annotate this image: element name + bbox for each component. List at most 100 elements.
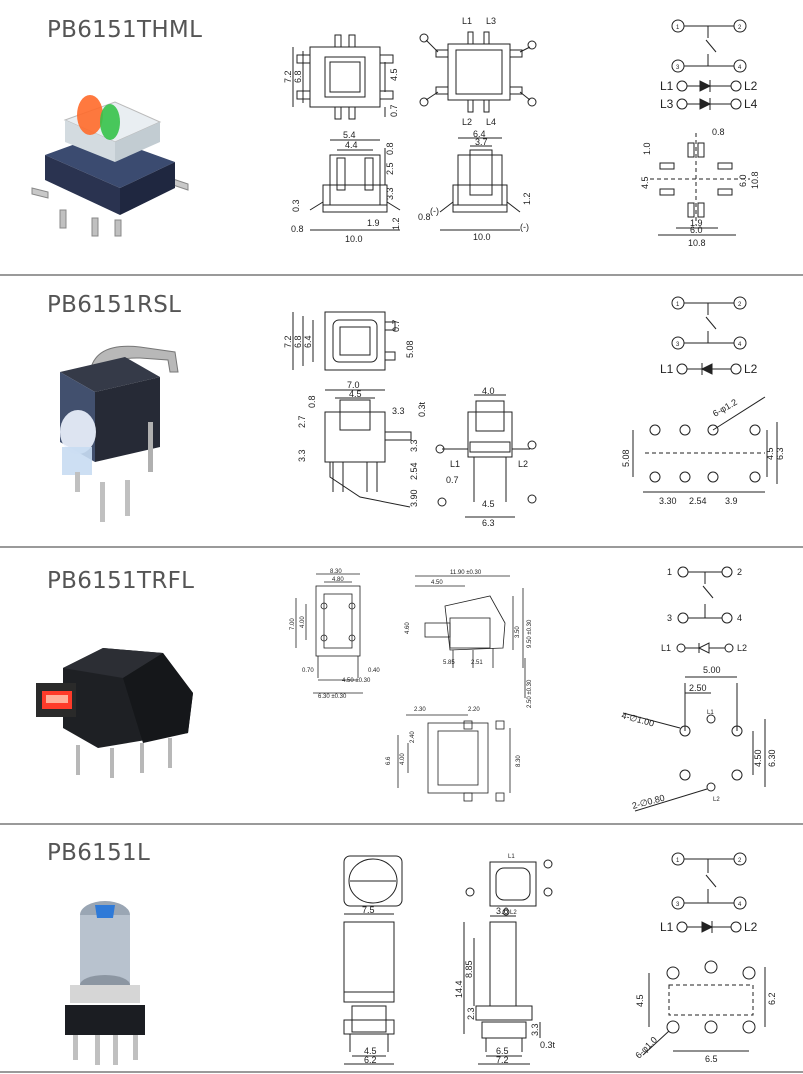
front-view-drawing: 4.0 L1 L2 0.7 4.5 6.3 (435, 386, 537, 528)
product-section-pb6151thml: PB6151THML 7.2 6.8 4.5 0.7 (0, 0, 803, 277)
pin-label: L2 (510, 910, 517, 916)
dim-label: 0.8 (385, 142, 395, 155)
dim-label: 4.50 (753, 749, 763, 767)
node-label: 4 (738, 902, 742, 908)
dim-label: 0.3 (291, 199, 301, 212)
dim-label: 7.00 (290, 618, 296, 630)
pcb-layout-drawing: 0.8 1.0 4.5 6.0 10.8 1.9 6.0 10.8 (640, 127, 760, 248)
dim-label: 4.5 (349, 389, 362, 399)
dim-label: 2.7 (297, 415, 307, 428)
dim-label: 2.3 (466, 1007, 476, 1020)
product-photo (60, 345, 179, 522)
node-label: 2 (737, 567, 742, 577)
dim-label: 6-φ1.2 (711, 397, 739, 419)
dim-label: 5.4 (343, 130, 356, 140)
node-label: 4 (738, 342, 742, 348)
dim-label: 5.85 (443, 660, 455, 666)
pin-label: L2 (713, 797, 720, 803)
section-divider (0, 823, 803, 825)
dim-label: 6.5 (496, 1046, 509, 1056)
dim-label: 2.54 (689, 496, 707, 506)
dim-label: 3.7 (475, 137, 488, 147)
bottom-view-drawing: 2.30 2.20 2.40 6.6 4.00 8.30 (386, 707, 522, 802)
product-title: PB6151RSL (47, 292, 182, 318)
dim-label: 4.0 (482, 386, 495, 396)
dim-label: 2.20 (468, 707, 480, 713)
dim-label: 0.3t (540, 1040, 556, 1050)
dim-label: 3.3 (297, 449, 307, 462)
dim-label: 0.8 (307, 395, 317, 408)
dim-label: 6.8 (293, 335, 303, 348)
dim-label: 4.50 ±0.30 (342, 678, 371, 684)
dim-label: 6.4 (473, 129, 486, 139)
pin-label: L3 (486, 16, 496, 26)
dim-label: 3.50 (515, 626, 521, 638)
dim-label: (-) (520, 222, 529, 232)
dim-label: 3.9 (725, 496, 738, 506)
dim-label: 4.5 (482, 499, 495, 509)
node-label: 2 (738, 858, 742, 864)
node-label: 1 (676, 25, 680, 31)
led-label: L1 (660, 79, 674, 93)
dim-label: 0.8 (712, 127, 725, 137)
dim-label: 3.3 (392, 406, 405, 416)
dim-label: 0.8 (418, 212, 431, 222)
led-label: L3 (660, 97, 674, 111)
led-label: L2 (744, 920, 758, 934)
dim-label: 6.30 ±0.30 (318, 694, 347, 700)
product-title: PB6151L (47, 840, 151, 866)
dim-label: 7.2 (496, 1055, 509, 1065)
led-label: L1 (661, 643, 671, 653)
top-view-drawing (343, 855, 403, 907)
dim-label: 0.8 (291, 224, 304, 234)
dim-label: 6.8 (293, 70, 303, 83)
dim-label: 7.2 (283, 335, 293, 348)
dim-label: 3.3 (530, 1023, 540, 1036)
dim-label: 3.3 (385, 187, 395, 200)
pin-label: L2 (518, 459, 528, 469)
dim-label: 6.0 (738, 174, 748, 187)
node-label: 4 (737, 613, 742, 623)
dim-label: 0.7 (389, 104, 399, 117)
node-label: 3 (676, 342, 680, 348)
node-label: 1 (667, 567, 672, 577)
product-section-pb6151rsl: PB6151RSL 7.2 6.8 6.4 0.7 5.08 (0, 277, 803, 547)
pcb-layout-drawing: 5.00 2.50 4-∅1.00 L1 4.50 2-∅0.80 L2 6.3… (620, 665, 777, 812)
dim-label: 6.3 (482, 518, 495, 528)
circuit-schematic: 1 2 3 4 L1 L2 L3 L4 (660, 19, 758, 111)
side-view-drawing: 11.90 ±0.30 4.50 4.60 3.50 9.50 ±0.30 5.… (405, 570, 533, 708)
dim-label: 8.30 (516, 755, 522, 767)
dim-label: 6.4 (303, 335, 313, 348)
dim-label: 4.5 (364, 1046, 377, 1056)
dim-label: 4.80 (332, 577, 344, 583)
pin-label: L4 (486, 117, 496, 127)
dim-label: 6.2 (767, 992, 777, 1005)
product-section-pb6151trfl: PB6151TRFL 8.30 4.80 7.00 4.00 0.70 0.40… (0, 548, 803, 824)
dim-label: 4.60 (405, 622, 411, 634)
front-view-drawing: 3.6 8.85 14.4 2.3 3.3 0.3t 6.5 7.2 (454, 906, 556, 1065)
dim-label: 2.51 (471, 660, 483, 666)
led-label: L4 (744, 97, 758, 111)
node-label: 3 (667, 613, 672, 623)
dim-label: 4.5 (640, 176, 650, 189)
pin-label: L1 (462, 16, 472, 26)
top-view-drawing: 8.30 4.80 7.00 4.00 0.70 0.40 4.50 ±0.30… (290, 569, 380, 700)
dim-label: 2.50 (689, 683, 707, 693)
dim-label: 7.0 (347, 380, 360, 390)
top-view-drawing: 7.2 6.8 4.5 0.7 (283, 34, 399, 120)
led-label: L1 (660, 920, 674, 934)
dim-label: 4.5 (389, 68, 399, 81)
node-label: 1 (676, 302, 680, 308)
product-photo (31, 95, 189, 237)
dim-label: 9.50 ±0.30 (527, 619, 533, 648)
section-divider (0, 274, 803, 276)
led-label: L2 (737, 643, 747, 653)
dim-label: 2.54 (409, 462, 419, 480)
pin-label: L1 (508, 854, 515, 860)
dim-label: 0.7 (391, 319, 401, 332)
dim-label: 14.4 (454, 980, 464, 998)
dim-label: 0.40 (368, 668, 380, 674)
dim-label: 7.2 (283, 70, 293, 83)
dim-label: 6.30 (767, 749, 777, 767)
led-label: L2 (744, 79, 758, 93)
